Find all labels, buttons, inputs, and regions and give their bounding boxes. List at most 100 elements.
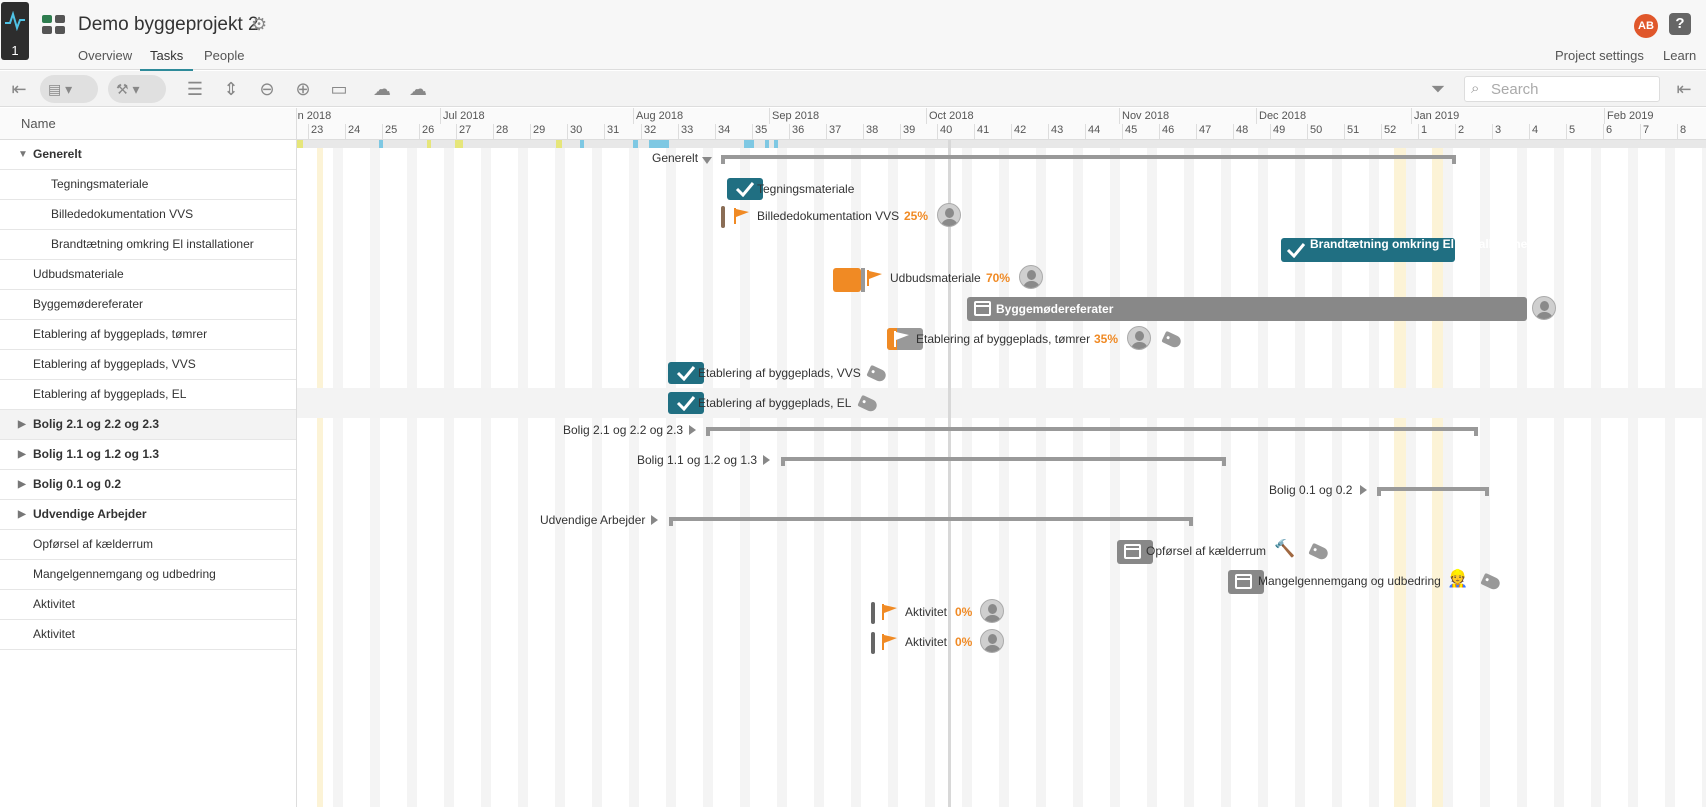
week-divider [1196,124,1197,140]
task-bar-vvs[interactable] [668,362,704,384]
task-bar-tegningsmateriale[interactable] [727,178,763,200]
expand-triangle-icon[interactable] [1360,485,1367,495]
task-row[interactable]: Byggemødereferater [0,290,296,320]
assignee-avatar[interactable] [1532,296,1556,320]
expand-triangle-icon[interactable]: ▶ [18,509,26,520]
summary-bar-generelt[interactable] [721,155,1456,164]
task-row[interactable]: Mangelgennemgang og udbedring [0,560,296,590]
task-bar-mangelgennemgang[interactable] [1228,570,1264,594]
expand-triangle-icon[interactable]: ▶ [18,479,26,490]
learn-link[interactable]: Learn [1663,48,1697,63]
gantt-label-udbudsmateriale[interactable]: Udbudsmateriale [890,271,981,285]
summary-bar-bolig-2[interactable] [706,427,1478,436]
cloud-upload-icon[interactable]: ☁ [409,79,427,99]
search-input[interactable] [1491,80,1656,98]
gantt-label-billededokumentation[interactable]: Billededokumentation VVS [757,209,900,223]
gantt-label-tegningsmateriale[interactable]: Tegningsmateriale [757,182,855,196]
task-bar-el[interactable] [668,392,704,414]
task-row-group[interactable]: ▶ Bolig 2.1 og 2.2 og 2.3 [0,410,296,440]
fit-screen-icon[interactable]: ▭ [330,79,348,99]
gantt-label-byggemoedereferater[interactable]: Byggemødereferater [996,302,1114,316]
week-label: 49 [1273,124,1286,136]
task-row[interactable]: Aktivitet [0,620,296,650]
gantt-label-udvendige[interactable]: Udvendige Arbejder [540,513,646,527]
gantt-label-generelt[interactable]: Generelt [652,151,699,165]
gantt-chart-area[interactable]: Generelt Tegningsmateriale Billededokume… [297,140,1706,807]
assignee-avatar[interactable] [980,599,1004,623]
gantt-label-bolig-0[interactable]: Bolig 0.1 og 0.2 [1269,483,1353,497]
name-column-header[interactable]: Name [0,108,296,140]
settings-sliders-icon[interactable]: ☰ [186,79,204,99]
assignee-avatar[interactable] [1019,265,1043,289]
apps-grid-icon[interactable] [42,15,66,35]
weekend-stripe [481,148,491,807]
tag-icon[interactable] [1161,330,1183,350]
collapse-triangle-icon[interactable]: ▼ [18,149,28,160]
tab-tasks[interactable]: Tasks [140,48,194,71]
expand-triangle-icon[interactable] [689,425,696,435]
summary-bar-udvendige[interactable] [669,517,1193,526]
tools-dropdown[interactable]: ⚒ ▾ [108,75,166,103]
tab-people[interactable]: People [204,48,245,63]
collapse-right-pane-icon[interactable]: ⇤ [1676,79,1692,99]
expand-triangle-icon[interactable] [651,515,658,525]
task-bar-udbudsmateriale[interactable] [833,268,865,292]
gantt-label-el[interactable]: Etablering af byggeplads, EL [698,396,852,410]
project-settings-link[interactable]: Project settings [1555,48,1644,63]
gantt-label-brandtaetning[interactable]: Brandtætning omkring El installationer [1310,237,1533,251]
gantt-label-tomrer[interactable]: Etablering af byggeplads, tømrer [916,332,1091,346]
task-row[interactable]: Opførsel af kælderrum [0,530,296,560]
gantt-label-mangelgennemgang[interactable]: Mangelgennemgang og udbedring [1258,574,1441,588]
gantt-label-vvs[interactable]: Etablering af byggeplads, VVS [698,366,861,380]
task-row[interactable]: Brandtætning omkring El installationer [0,230,296,260]
summary-bar-bolig-1[interactable] [781,457,1226,466]
tag-icon[interactable] [1308,542,1330,562]
pulse-activity-button[interactable]: 1 [1,2,29,60]
tab-overview[interactable]: Overview [78,48,133,63]
task-bar-aktivitet[interactable] [871,632,875,654]
gantt-label-aktivitet[interactable]: Aktivitet [905,635,948,649]
task-bar-kaelderrum[interactable] [1117,540,1153,564]
zoom-in-icon[interactable]: ⊕ [295,79,311,99]
expand-triangle-icon[interactable] [763,455,770,465]
task-row[interactable]: Tegningsmateriale [0,170,296,200]
gantt-label-bolig-1[interactable]: Bolig 1.1 og 1.2 og 1.3 [637,453,758,467]
task-row[interactable]: Etablering af byggeplads, EL [0,380,296,410]
expand-triangle-icon[interactable]: ▶ [18,449,26,460]
week-divider [1603,124,1604,140]
gantt-label-aktivitet[interactable]: Aktivitet [905,605,948,619]
filter-icon[interactable]: ⏷ [1430,79,1446,99]
task-bar-aktivitet[interactable] [871,602,875,624]
tag-icon[interactable] [866,364,888,384]
assignee-avatar[interactable] [1127,326,1151,350]
task-bar-billededokumentation[interactable] [721,206,725,228]
cloud-download-icon[interactable]: ☁ [373,79,391,99]
activity-mark [580,140,584,148]
task-row[interactable]: Aktivitet [0,590,296,620]
task-bar-byggemoedereferater[interactable] [967,297,1527,321]
summary-bar-bolig-0[interactable] [1377,487,1489,496]
zoom-out-icon[interactable]: ⊖ [259,79,275,99]
assignee-avatar[interactable] [980,629,1004,653]
task-row-group[interactable]: ▶ Udvendige Arbejder [0,500,296,530]
task-row-group[interactable]: ▶ Bolig 1.1 og 1.2 og 1.3 [0,440,296,470]
task-row[interactable]: Billededokumentation VVS [0,200,296,230]
task-bar-brandtaetning[interactable] [1281,238,1455,262]
gear-icon[interactable]: ⚙ [251,14,268,34]
collapse-left-pane-icon[interactable]: ⇤ [11,79,27,99]
collapse-triangle-icon[interactable] [702,157,712,164]
view-mode-dropdown[interactable]: ▤ ▾ [40,75,98,103]
fit-vertical-icon[interactable]: ⇕ [223,79,239,99]
task-row[interactable]: Etablering af byggeplads, tømrer [0,320,296,350]
task-row-generelt[interactable]: ▼ Generelt [0,140,296,170]
assignee-avatar[interactable] [937,203,961,227]
user-avatar[interactable]: AB [1634,14,1658,38]
task-row[interactable]: Etablering af byggeplads, VVS [0,350,296,380]
task-row-group[interactable]: ▶ Bolig 0.1 og 0.2 [0,470,296,500]
gantt-label-bolig-2[interactable]: Bolig 2.1 og 2.2 og 2.3 [563,423,684,437]
task-row[interactable]: Udbudsmateriale [0,260,296,290]
help-icon[interactable]: ? [1669,13,1691,35]
gantt-label-kaelderrum[interactable]: Opførsel af kælderrum [1146,544,1267,558]
expand-triangle-icon[interactable]: ▶ [18,419,26,430]
